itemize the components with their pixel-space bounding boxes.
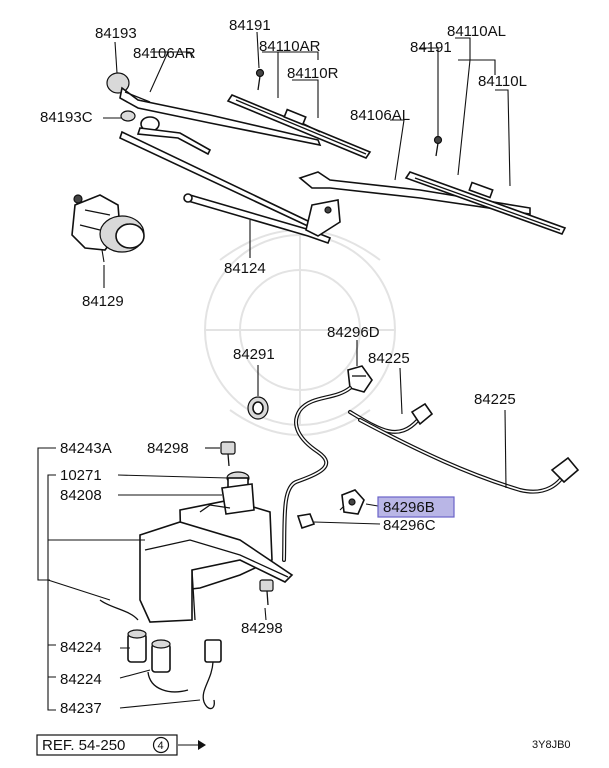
part-label: 84124 — [224, 260, 266, 277]
part-label: 84110L — [478, 73, 527, 90]
hose-clip-icon — [347, 365, 373, 393]
part-label: 84298 — [147, 440, 189, 457]
bolt-icon — [220, 441, 236, 467]
wiper-assembly — [71, 68, 567, 263]
part-label: 84243A — [60, 440, 112, 457]
bolt-icon — [259, 579, 274, 606]
right-wiper-arm-icon — [119, 86, 322, 147]
part-label: 84110AR — [259, 38, 321, 55]
part-label: 84106AL — [350, 107, 410, 124]
diagram-code: 3Y8JB0 — [532, 739, 571, 751]
level-sensor-harness-icon — [99, 599, 222, 710]
left-wiper-arm-icon — [298, 171, 531, 215]
highlighted-part-label[interactable]: 84296B — [377, 496, 455, 518]
part-label: 84224 — [60, 671, 102, 688]
reference-circle-number: 4 — [158, 740, 164, 752]
screw-icon — [255, 68, 265, 91]
grommet-icon — [247, 396, 269, 420]
part-label: 84225 — [474, 391, 516, 408]
part-label-selected[interactable]: 84296B — [383, 499, 435, 516]
washer-pump-icon — [127, 629, 147, 663]
part-label: 84224 — [60, 639, 102, 656]
washer-tank-icon — [139, 483, 294, 623]
washer-hose-icon — [282, 386, 580, 562]
reference-text: REF. 54-250 — [42, 737, 125, 754]
part-label: 84110AL — [447, 23, 506, 40]
washer-pump-icon — [151, 639, 171, 673]
part-label: 84191 — [410, 39, 452, 56]
part-label: 84296C — [383, 517, 436, 534]
part-label: 84225 — [368, 350, 410, 367]
part-label: 84110R — [287, 65, 339, 82]
reference-link[interactable]: REF. 54-250 4 — [36, 734, 178, 756]
reference-circle — [152, 736, 170, 754]
part-label: 84208 — [60, 487, 102, 504]
part-label: 84193C — [40, 109, 93, 126]
screw-icon — [433, 135, 443, 157]
part-label: 84296D — [327, 324, 380, 341]
hose-clip-icon — [296, 513, 316, 530]
wiper-motor-icon — [71, 194, 145, 263]
part-label: 84191 — [229, 17, 271, 34]
part-label: 84291 — [233, 346, 275, 363]
left-wiper-blade-icon — [404, 171, 567, 235]
part-label: 84298 — [241, 620, 283, 637]
part-label: 84106AR — [133, 45, 196, 62]
right-wiper-blade-icon — [226, 94, 372, 159]
part-label: 84237 — [60, 700, 102, 717]
wiper-linkage-icon — [119, 127, 341, 245]
leader-lines — [37, 31, 511, 750]
part-labels: 84193 84106AR 84191 84110AR 84110R 84191… — [40, 17, 527, 717]
part-label: 84129 — [82, 293, 124, 310]
pivot-cap-icon — [106, 72, 130, 94]
part-label: 84193 — [95, 25, 137, 42]
hose-clip-icon — [341, 489, 365, 515]
part-label: 10271 — [60, 467, 102, 484]
